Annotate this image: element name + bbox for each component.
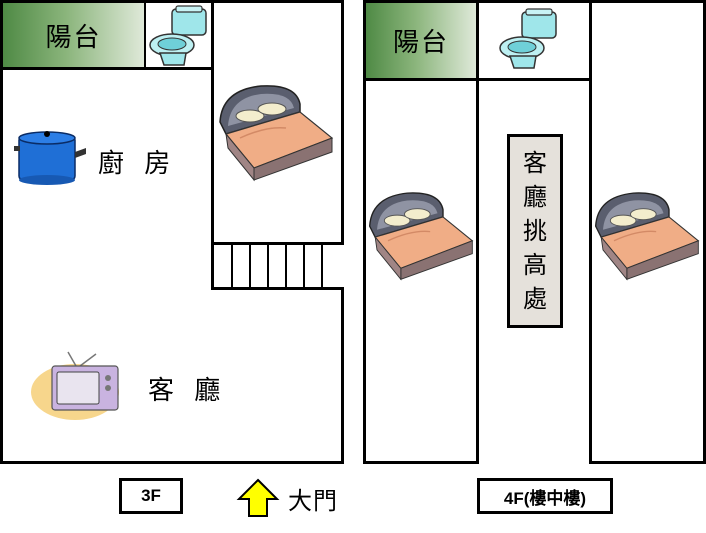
entrance-label: 大門: [288, 487, 338, 515]
void-char: 高: [523, 251, 547, 279]
wall: [476, 0, 479, 464]
void-char: 挑: [523, 217, 547, 245]
tv-icon: [31, 351, 119, 420]
void-char: 客: [523, 149, 547, 177]
toilet-icon: [499, 8, 557, 69]
toilet-icon: [149, 5, 207, 66]
wall: [0, 0, 344, 3]
wall: [341, 0, 344, 464]
wall: [144, 0, 146, 70]
void-char: 廳: [523, 183, 547, 211]
wall: [590, 461, 706, 464]
void-char: 處: [523, 285, 547, 313]
floor-label-3f: 3F: [119, 478, 183, 514]
bed-icon: [594, 192, 700, 281]
wall: [363, 0, 706, 3]
stairs: [214, 245, 344, 287]
wall: [363, 461, 479, 464]
floor-label-4f: 4F(樓中樓): [477, 478, 613, 514]
wall: [589, 0, 592, 464]
living-room-label: 客 廳: [148, 376, 227, 406]
bed-icon: [368, 192, 474, 281]
balcony-3f: 陽台: [3, 3, 144, 67]
up-arrow-icon: [236, 478, 280, 517]
wall: [211, 242, 344, 245]
wall: [0, 67, 213, 70]
wall: [211, 287, 344, 290]
wall: [211, 0, 214, 290]
wall: [363, 78, 592, 81]
kitchen-label: 廚 房: [98, 149, 177, 179]
balcony-4f: 陽台: [366, 3, 476, 78]
wall: [0, 0, 3, 464]
bed-icon: [219, 85, 334, 182]
wall: [0, 461, 344, 464]
living-room-void-label: 客 廳 挑 高 處: [507, 134, 563, 328]
wall: [363, 0, 366, 464]
wall: [703, 0, 706, 464]
pot-icon: [14, 131, 86, 185]
